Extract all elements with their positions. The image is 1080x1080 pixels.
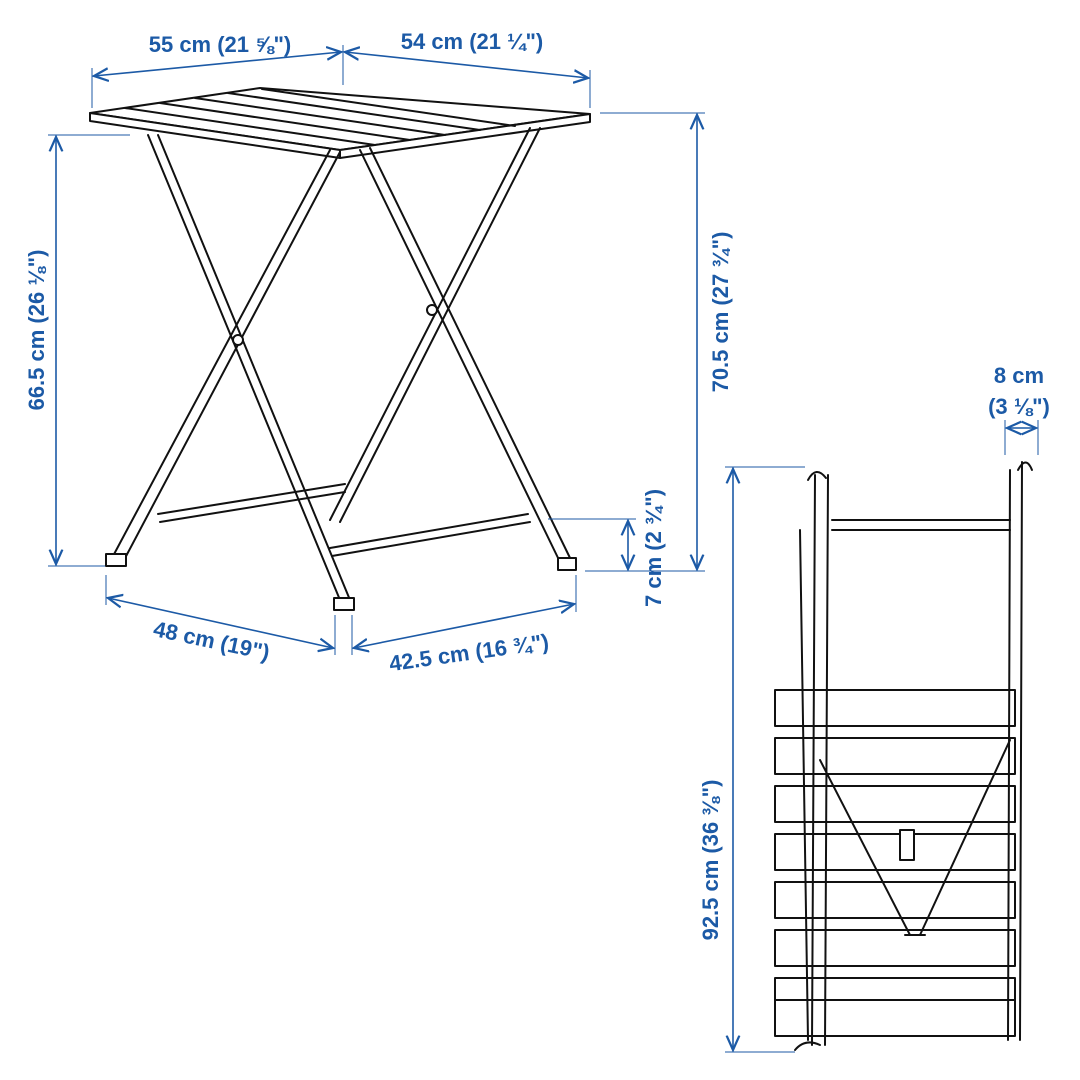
dim-base-left: 48 cm (19") [151, 616, 272, 665]
dim-height-right: 70.5 cm (27 ¾") [708, 232, 733, 393]
dimension-lines [48, 45, 1039, 1053]
dim-width-left: 55 cm (21 ⅝") [149, 32, 292, 57]
dim-height-left: 66.5 cm (26 ⅛") [24, 250, 49, 411]
dim-folded-depth-value: 8 cm [994, 363, 1044, 388]
dim-foot-height: 7 cm (2 ¾") [641, 489, 666, 607]
table-drawing [89, 87, 591, 611]
dim-width-right: 54 cm (21 ¼") [401, 29, 544, 54]
folded-table-drawing [774, 461, 1033, 1051]
table-top-side-edge [339, 113, 591, 159]
folded-slats [774, 689, 1016, 1037]
dim-folded-height: 92.5 cm (36 ⅜") [698, 780, 723, 941]
table-legs [105, 127, 577, 611]
folded-frame [794, 461, 1033, 1051]
table-slats [124, 88, 516, 146]
dim-folded-depth-inches: (3 ⅛") [988, 394, 1050, 419]
